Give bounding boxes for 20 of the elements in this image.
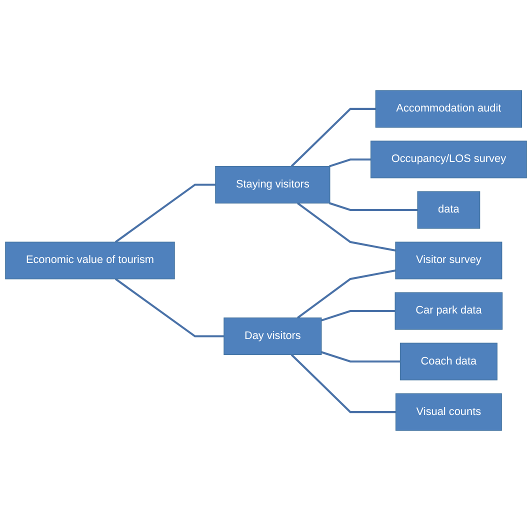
node-box: Economic value of tourism xyxy=(5,242,175,280)
connector xyxy=(321,310,396,322)
node-box: Occupancy/LOS survey xyxy=(370,140,527,178)
connector xyxy=(290,108,376,168)
connector xyxy=(290,354,396,414)
node-box: Coach data xyxy=(400,342,498,380)
connector xyxy=(297,202,396,252)
connector xyxy=(114,278,224,338)
node-box: Visual counts xyxy=(395,393,502,431)
connector xyxy=(329,202,418,212)
node-box: Visitor survey xyxy=(395,242,502,280)
connector xyxy=(114,184,216,243)
connector xyxy=(329,158,371,168)
node-box: Staying visitors xyxy=(215,166,330,204)
node-box: Day visitors xyxy=(224,318,322,356)
node-box: Car park data xyxy=(394,292,503,330)
connector xyxy=(297,269,396,319)
connector xyxy=(321,351,400,363)
node-box: Accommodation audit xyxy=(375,90,522,128)
node-box: data xyxy=(417,191,480,229)
